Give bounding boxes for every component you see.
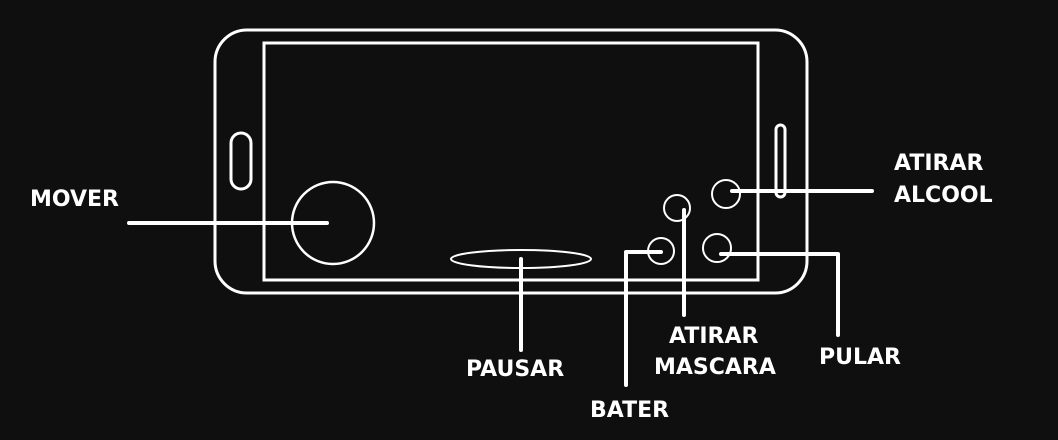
label-atirar-alcool-line1: ATIRAR: [894, 151, 983, 176]
label-atirar-mascara-line1: ATIRAR: [669, 324, 758, 349]
label-pausar: PAUSAR: [466, 357, 564, 382]
jump-button: [702, 233, 732, 263]
label-atirar-mascara-line2: MASCARA: [654, 355, 776, 380]
label-bater: BATER: [590, 398, 669, 423]
callout-lines: [127, 189, 874, 387]
phone-outline: [213, 28, 809, 295]
label-mover: MOVER: [30, 187, 119, 212]
pular-callout-line: [719, 252, 840, 337]
label-pular: PULAR: [819, 345, 901, 370]
callout-labels: MOVER PAUSAR BATER ATIRAR MASCARA PULAR …: [30, 151, 993, 423]
label-atirar-alcool-line2: ALCOOL: [894, 183, 993, 208]
alcohol-shoot-button: [711, 179, 741, 209]
bater-callout-line: [624, 250, 663, 387]
onscreen-controls: [290, 179, 741, 269]
phone-screen: [262, 41, 760, 282]
mask-shoot-button: [663, 194, 691, 222]
phone-side-button: [774, 123, 787, 199]
phone-home-button: [229, 131, 253, 191]
phone-body: [213, 28, 809, 295]
